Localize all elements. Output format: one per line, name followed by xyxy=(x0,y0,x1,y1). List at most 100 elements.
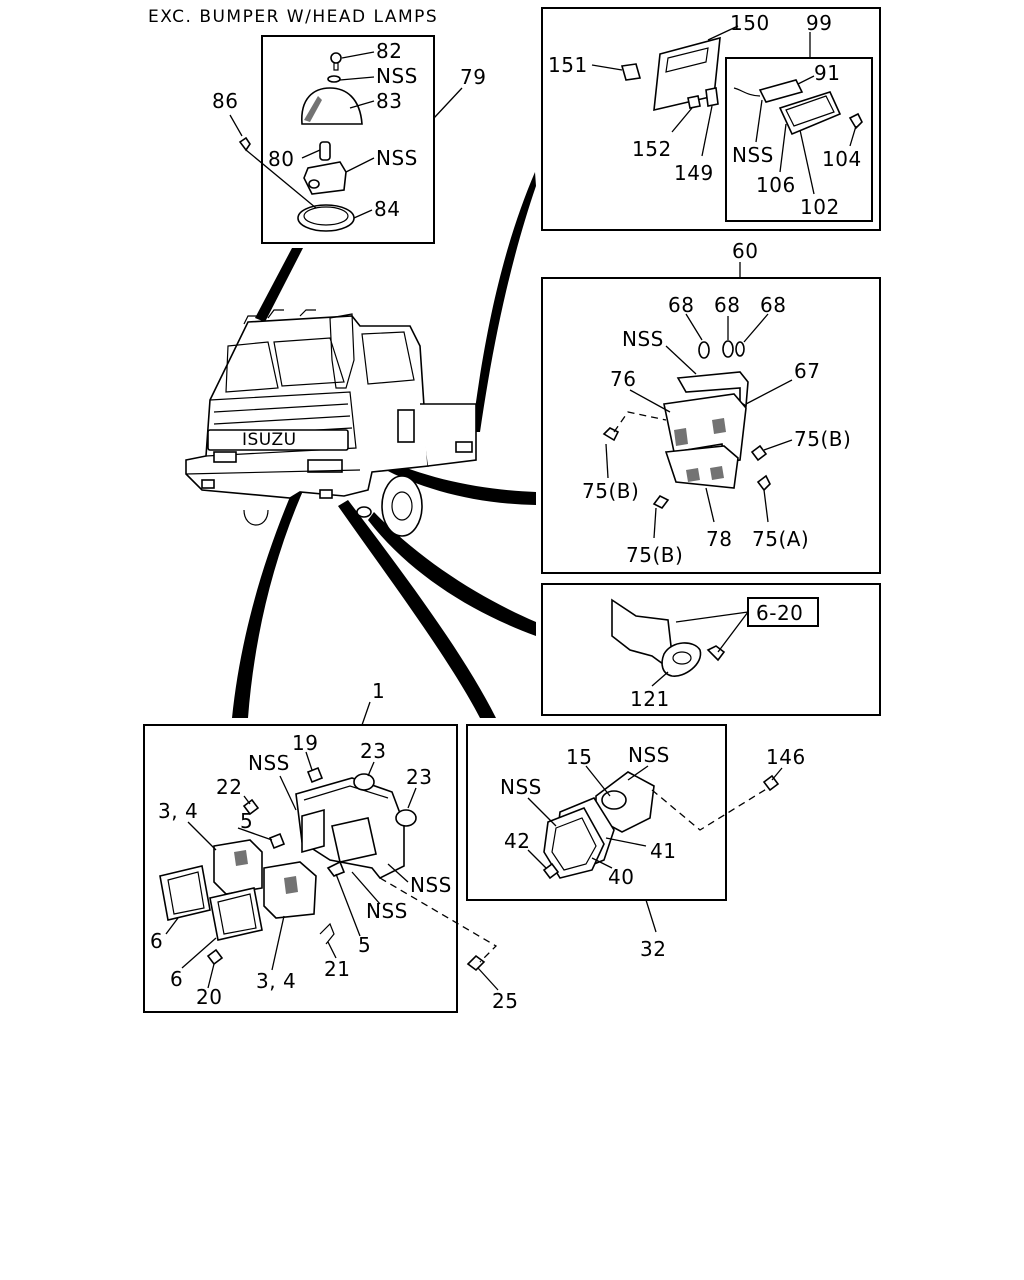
leader-3-4-top xyxy=(187,821,217,851)
leader-76 xyxy=(629,389,671,413)
leader-3-4-bottom xyxy=(271,915,285,971)
label-group-32: 32 xyxy=(640,937,666,961)
label-20: 20 xyxy=(196,985,222,1009)
leader-75b-bottom xyxy=(653,507,657,539)
roof-lamp-parts xyxy=(238,52,363,232)
panel-rear-combination-lamp xyxy=(541,277,881,574)
label-75b-bottom: 75(B) xyxy=(626,543,683,567)
label-5b: 5 xyxy=(358,933,371,957)
leader-149 xyxy=(701,105,713,157)
label-19: 19 xyxy=(292,731,318,755)
label-3-4-bottom: 3, 4 xyxy=(256,969,296,993)
leader-nss-1-mid xyxy=(351,871,381,905)
label-82: 82 xyxy=(376,39,402,63)
callout-wedge-roof xyxy=(255,248,303,322)
truck-cab-illustration: ISUZU xyxy=(185,309,477,537)
label-67: 67 xyxy=(794,359,820,383)
label-25: 25 xyxy=(492,989,518,1013)
headlamp-parts xyxy=(159,766,486,972)
callout-wedge-side xyxy=(338,500,496,718)
label-152: 152 xyxy=(632,137,672,161)
panel-headlamp xyxy=(143,724,458,1013)
label-23b: 23 xyxy=(406,765,432,789)
label-41: 41 xyxy=(650,839,676,863)
leader-75b-right xyxy=(763,439,793,451)
label-80: 80 xyxy=(268,147,294,171)
label-78: 78 xyxy=(706,527,732,551)
label-15: 15 xyxy=(566,745,592,769)
label-68c: 68 xyxy=(760,293,786,317)
leader-106 xyxy=(779,123,787,173)
label-76: 76 xyxy=(610,367,636,391)
leader-68a xyxy=(685,313,703,341)
leader-23b xyxy=(407,787,417,809)
group-leader-79 xyxy=(433,87,463,119)
label-149: 149 xyxy=(674,161,714,185)
label-150: 150 xyxy=(730,11,770,35)
label-75b-left: 75(B) xyxy=(582,479,639,503)
leader-25 xyxy=(477,967,499,991)
label-nss-79b: NSS xyxy=(376,146,418,170)
leader-21 xyxy=(327,941,337,959)
leader-6-20 xyxy=(675,611,749,653)
leader-nss-79a xyxy=(339,76,375,81)
leader-nss-32-left xyxy=(527,797,557,827)
label-102: 102 xyxy=(800,195,840,219)
label-nss-60: NSS xyxy=(622,327,664,351)
leader-121 xyxy=(651,671,669,687)
leader-78 xyxy=(705,487,715,523)
leader-40 xyxy=(591,857,613,869)
bracket-parts xyxy=(611,597,819,677)
panel-marker-lamp-inner xyxy=(725,57,873,222)
leader-75a xyxy=(763,489,769,523)
callout-wedge-headlamp xyxy=(232,478,306,718)
leader-91 xyxy=(797,75,815,85)
leader-19 xyxy=(305,751,313,771)
label-group-60: 60 xyxy=(732,239,758,263)
panel-roof-lamp xyxy=(261,35,435,244)
callout-wedge-rear xyxy=(368,452,536,505)
side-lamp-parts xyxy=(542,771,780,880)
callout-wedge-bracket xyxy=(368,512,536,636)
group-leader-1 xyxy=(361,701,371,726)
leader-nss-1-right xyxy=(387,863,409,883)
label-121: 121 xyxy=(630,687,670,711)
leader-41 xyxy=(605,837,647,847)
label-40: 40 xyxy=(608,865,634,889)
panel-side-lamp xyxy=(466,724,727,901)
side-lamp-dashed-axis xyxy=(651,787,769,831)
leader-nss-1-top xyxy=(279,775,297,811)
panel-bracket xyxy=(541,583,881,716)
label-146: 146 xyxy=(766,745,806,769)
leader-75b-left xyxy=(605,443,609,479)
diagram-heading: EXC. BUMPER W/HEAD LAMPS xyxy=(148,7,438,27)
leader-82 xyxy=(341,51,375,59)
headlamp-dashed-axis xyxy=(379,877,498,963)
label-6a: 6 xyxy=(150,929,163,953)
label-6-20: 6-20 xyxy=(756,601,803,625)
group-leader-32 xyxy=(645,899,657,933)
rear-lamp-dashed-axis xyxy=(613,411,667,433)
label-84: 84 xyxy=(374,197,400,221)
label-23a: 23 xyxy=(360,739,386,763)
label-99: 99 xyxy=(806,11,832,35)
leader-15 xyxy=(585,765,611,797)
leader-83 xyxy=(349,100,375,109)
leader-68c xyxy=(743,313,769,343)
leader-nss-60 xyxy=(665,345,697,375)
label-3-4-top: 3, 4 xyxy=(158,799,198,823)
callout-wedge-marker xyxy=(472,172,536,432)
label-nss-32-left: NSS xyxy=(500,775,542,799)
leader-20 xyxy=(207,963,215,989)
truck-badge: ISUZU xyxy=(242,430,297,450)
leader-67 xyxy=(745,379,793,405)
panel-marker-lamp xyxy=(541,7,881,231)
leader-151 xyxy=(591,64,623,71)
leader-104 xyxy=(849,125,857,147)
marker-lamp-parts xyxy=(620,36,863,136)
leader-nss-32-right xyxy=(627,765,649,781)
leader-22 xyxy=(243,795,251,805)
leader-80 xyxy=(301,149,321,159)
label-nss-1-right: NSS xyxy=(410,873,452,897)
